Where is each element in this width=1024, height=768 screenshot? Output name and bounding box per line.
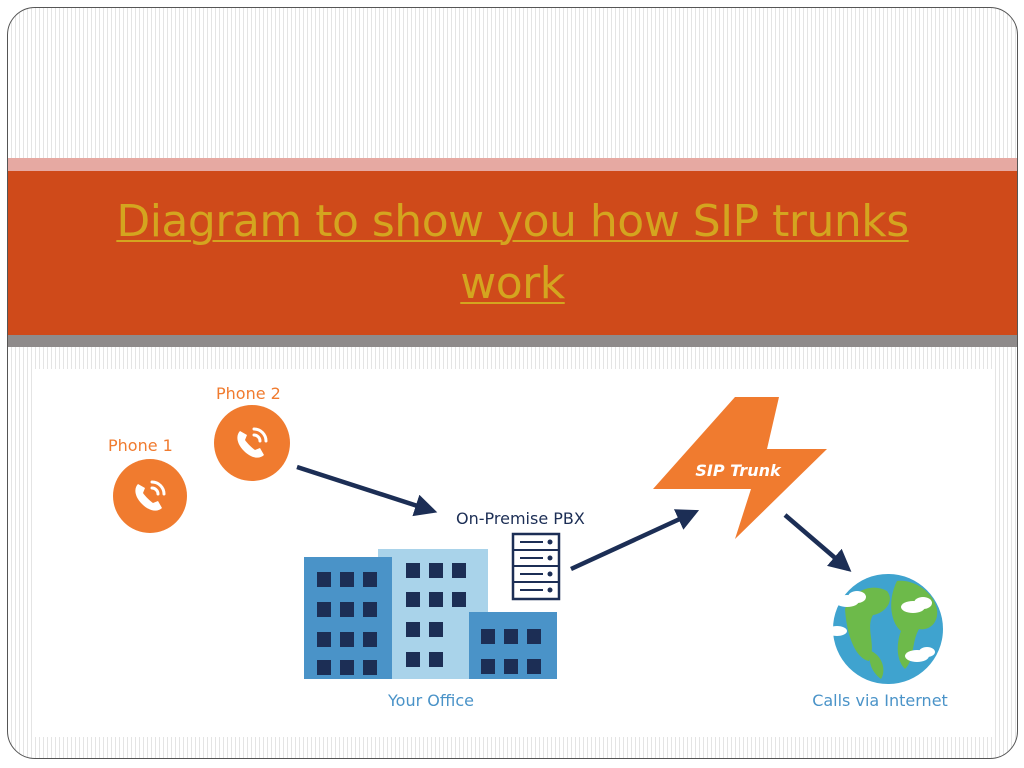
phone-1: Phone 1: [108, 436, 187, 533]
phone-2-handset-icon: [237, 427, 268, 458]
phone-2-circle: [214, 405, 290, 481]
sip-trunk-diagram: Phone 1 Phone 2: [35, 369, 993, 737]
gray-divider-strip: [8, 335, 1017, 347]
arrow-pbx-to-sip: [570, 509, 700, 572]
title-band: Diagram to show you how SIP trunks work: [8, 171, 1017, 335]
phone-2: Phone 2: [214, 384, 290, 481]
arrow-sip-to-internet: [783, 513, 852, 572]
pbx-label: On-Premise PBX: [456, 509, 585, 528]
office-label: Your Office: [387, 691, 474, 710]
sip-trunk-label: SIP Trunk: [695, 461, 782, 480]
slide-title: Diagram to show you how SIP trunks work: [116, 196, 909, 309]
phone-1-circle: [113, 459, 187, 533]
globe-icon: [827, 574, 943, 684]
server-icon: [511, 532, 561, 601]
slide-frame: Diagram to show you how SIP trunks work …: [7, 7, 1018, 759]
pink-divider-strip: [8, 158, 1017, 171]
sip-trunk-lightning-icon: SIP Trunk: [653, 397, 827, 539]
office-buildings-icon: [304, 549, 557, 679]
phone-1-handset-icon: [135, 480, 166, 511]
phone-2-label: Phone 2: [216, 384, 281, 403]
internet-label: Calls via Internet: [812, 691, 948, 710]
phone-1-label: Phone 1: [108, 436, 173, 455]
arrow-phones-to-pbx: [296, 464, 438, 517]
